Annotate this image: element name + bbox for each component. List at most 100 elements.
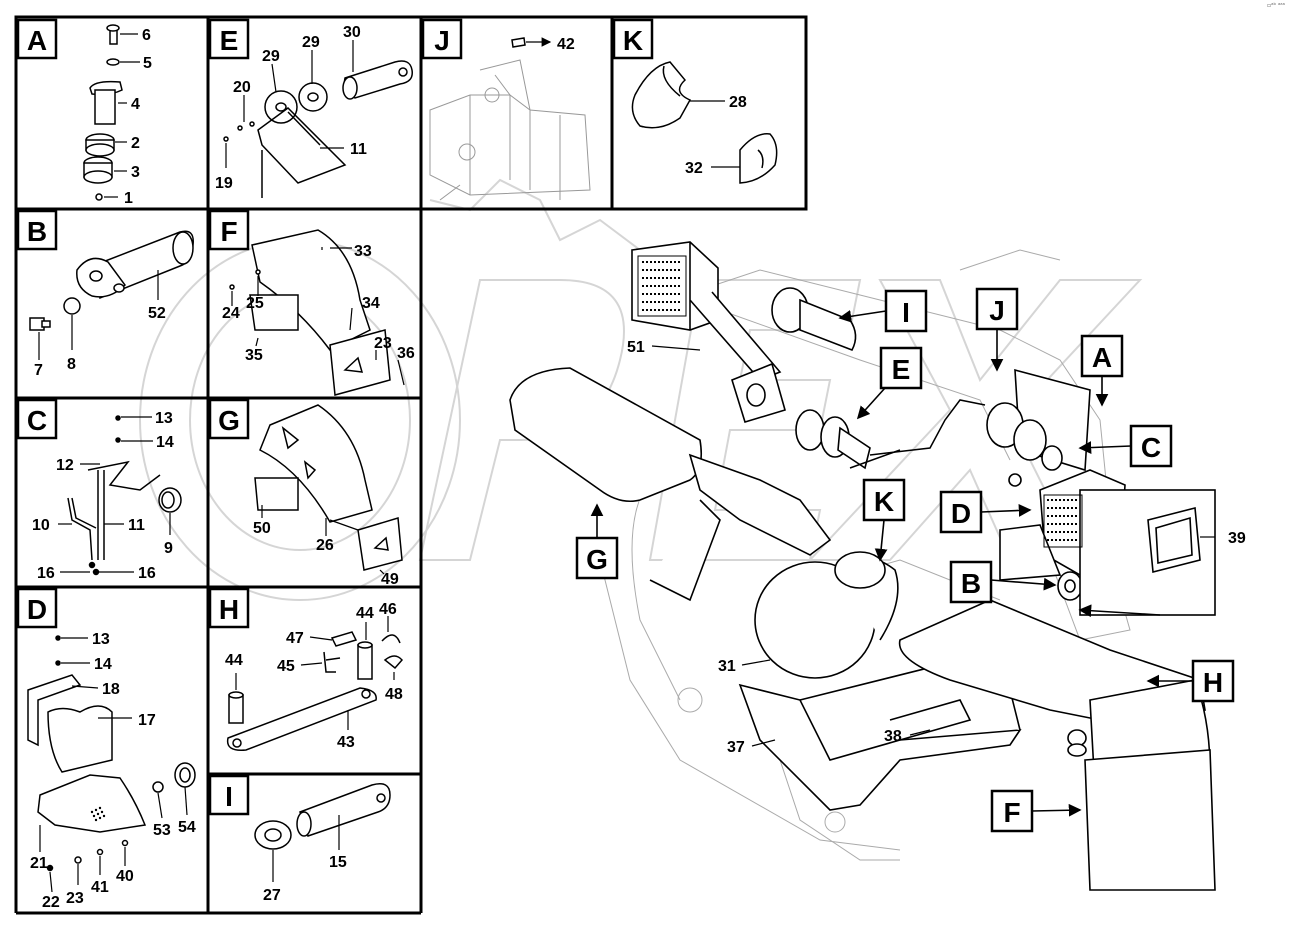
panel-k-numbers: 28 32 [685, 94, 747, 177]
svg-text:16: 16 [37, 565, 55, 582]
main-callout-letters: I J A E C K D G B H F [586, 295, 1223, 828]
panel-d-numbers: 13 14 18 17 53 54 21 22 23 41 40 [30, 631, 196, 911]
panel-e-drawing [223, 60, 413, 198]
main-part-38: 38 [884, 728, 902, 745]
callout-J: J [989, 295, 1005, 326]
main-part-leaders [651, 345, 1215, 747]
svg-text:24: 24 [222, 305, 240, 322]
panel-g-numbers: 50 26 49 [253, 520, 399, 588]
svg-text:41: 41 [91, 879, 109, 896]
callout-A: A [1092, 342, 1112, 373]
panel-b-leaders [38, 270, 159, 360]
panel-d-leaders [39, 637, 188, 893]
panel-a-leaders [104, 33, 140, 198]
svg-text:21: 21 [30, 855, 48, 872]
svg-text:46: 46 [379, 601, 397, 618]
svg-text:3: 3 [131, 164, 140, 181]
panel-letter-B: B [27, 216, 47, 247]
callout-I: I [902, 297, 910, 328]
svg-text:23: 23 [374, 335, 392, 352]
step-grid-d [1043, 494, 1083, 548]
main-callout-boxes [575, 287, 1235, 833]
svg-text:33: 33 [354, 243, 372, 260]
panel-letter-C: C [27, 405, 47, 436]
panel-k-leaders [690, 100, 740, 168]
svg-text:1: 1 [124, 190, 133, 207]
svg-text:9: 9 [164, 540, 173, 557]
panel-a-drawing [83, 24, 123, 201]
svg-text:29: 29 [262, 48, 280, 65]
panel-d-drawing [27, 635, 196, 872]
svg-text:25: 25 [246, 295, 264, 312]
callout-C: C [1141, 432, 1161, 463]
svg-text:27: 27 [263, 887, 281, 904]
callout-D: D [951, 498, 971, 529]
callout-K: K [874, 486, 894, 517]
svg-text:52: 52 [148, 305, 166, 322]
panel-frames [14, 15, 808, 915]
main-part-31: 31 [718, 658, 736, 675]
panel-letters: A E J K B F C G D H I [27, 25, 643, 812]
svg-text:34: 34 [362, 295, 380, 312]
panel-j-drawing [429, 59, 591, 201]
svg-text:13: 13 [155, 410, 173, 427]
svg-text:48: 48 [385, 686, 403, 703]
svg-text:18: 18 [102, 681, 120, 698]
svg-text:45: 45 [277, 658, 295, 675]
panel-letter-K: K [623, 25, 643, 56]
svg-text:30: 30 [343, 24, 361, 41]
svg-text:16: 16 [138, 565, 156, 582]
svg-text:14: 14 [156, 434, 174, 451]
svg-text:32: 32 [685, 160, 703, 177]
panel-b-drawing [29, 230, 194, 331]
svg-text:2: 2 [131, 135, 140, 152]
svg-text:19: 19 [215, 175, 233, 192]
callout-E: E [892, 354, 911, 385]
svg-text:5: 5 [143, 55, 152, 72]
panel-h-numbers: 44 46 47 45 48 44 43 [225, 601, 403, 751]
corner-mark: ▫ᵃᵇ ᵃᵃᵃ [1267, 2, 1285, 9]
panel-f-leaders [231, 247, 405, 386]
panel-j-number: 42 [557, 36, 575, 53]
main-part-39: 39 [1228, 530, 1246, 547]
svg-text:29: 29 [302, 34, 320, 51]
panel-g-drawing [254, 404, 403, 571]
panel-f-numbers: 33 25 24 34 35 23 36 [222, 243, 415, 364]
main-part-numbers: 51 39 31 38 37 [627, 339, 1246, 756]
svg-text:8: 8 [67, 356, 76, 373]
svg-text:47: 47 [286, 630, 304, 647]
main-wires [849, 399, 986, 469]
panel-e-numbers: 30 29 29 20 11 19 [215, 24, 367, 192]
panel-h-leaders [235, 616, 395, 730]
panel-c-leaders [58, 416, 171, 573]
svg-text:7: 7 [34, 362, 43, 379]
main-part-51: 51 [627, 339, 645, 356]
panel-e-leaders [225, 40, 354, 168]
panel-letter-A: A [27, 25, 47, 56]
panel-letter-boxes [16, 18, 654, 816]
panel-h-drawing [226, 631, 403, 751]
svg-text:50: 50 [253, 520, 271, 537]
svg-text:12: 12 [56, 457, 74, 474]
svg-text:49: 49 [381, 571, 399, 588]
panel-i-leaders [272, 815, 340, 882]
svg-text:15: 15 [329, 854, 347, 871]
panel-f-drawing [229, 229, 391, 396]
svg-text:28: 28 [729, 94, 747, 111]
panel-letter-I: I [225, 781, 233, 812]
panel-j-part [511, 37, 526, 48]
panel-letter-E: E [220, 25, 239, 56]
svg-text:40: 40 [116, 868, 134, 885]
svg-text:43: 43 [337, 734, 355, 751]
svg-text:17: 17 [138, 712, 156, 729]
main-part-37: 37 [727, 739, 745, 756]
callout-B: B [961, 568, 981, 599]
svg-text:20: 20 [233, 79, 251, 96]
svg-text:44: 44 [356, 605, 374, 622]
svg-text:10: 10 [32, 517, 50, 534]
svg-text:22: 22 [42, 894, 60, 911]
svg-text:26: 26 [316, 537, 334, 554]
svg-text:14: 14 [94, 656, 112, 673]
panel-letter-J: J [434, 25, 450, 56]
